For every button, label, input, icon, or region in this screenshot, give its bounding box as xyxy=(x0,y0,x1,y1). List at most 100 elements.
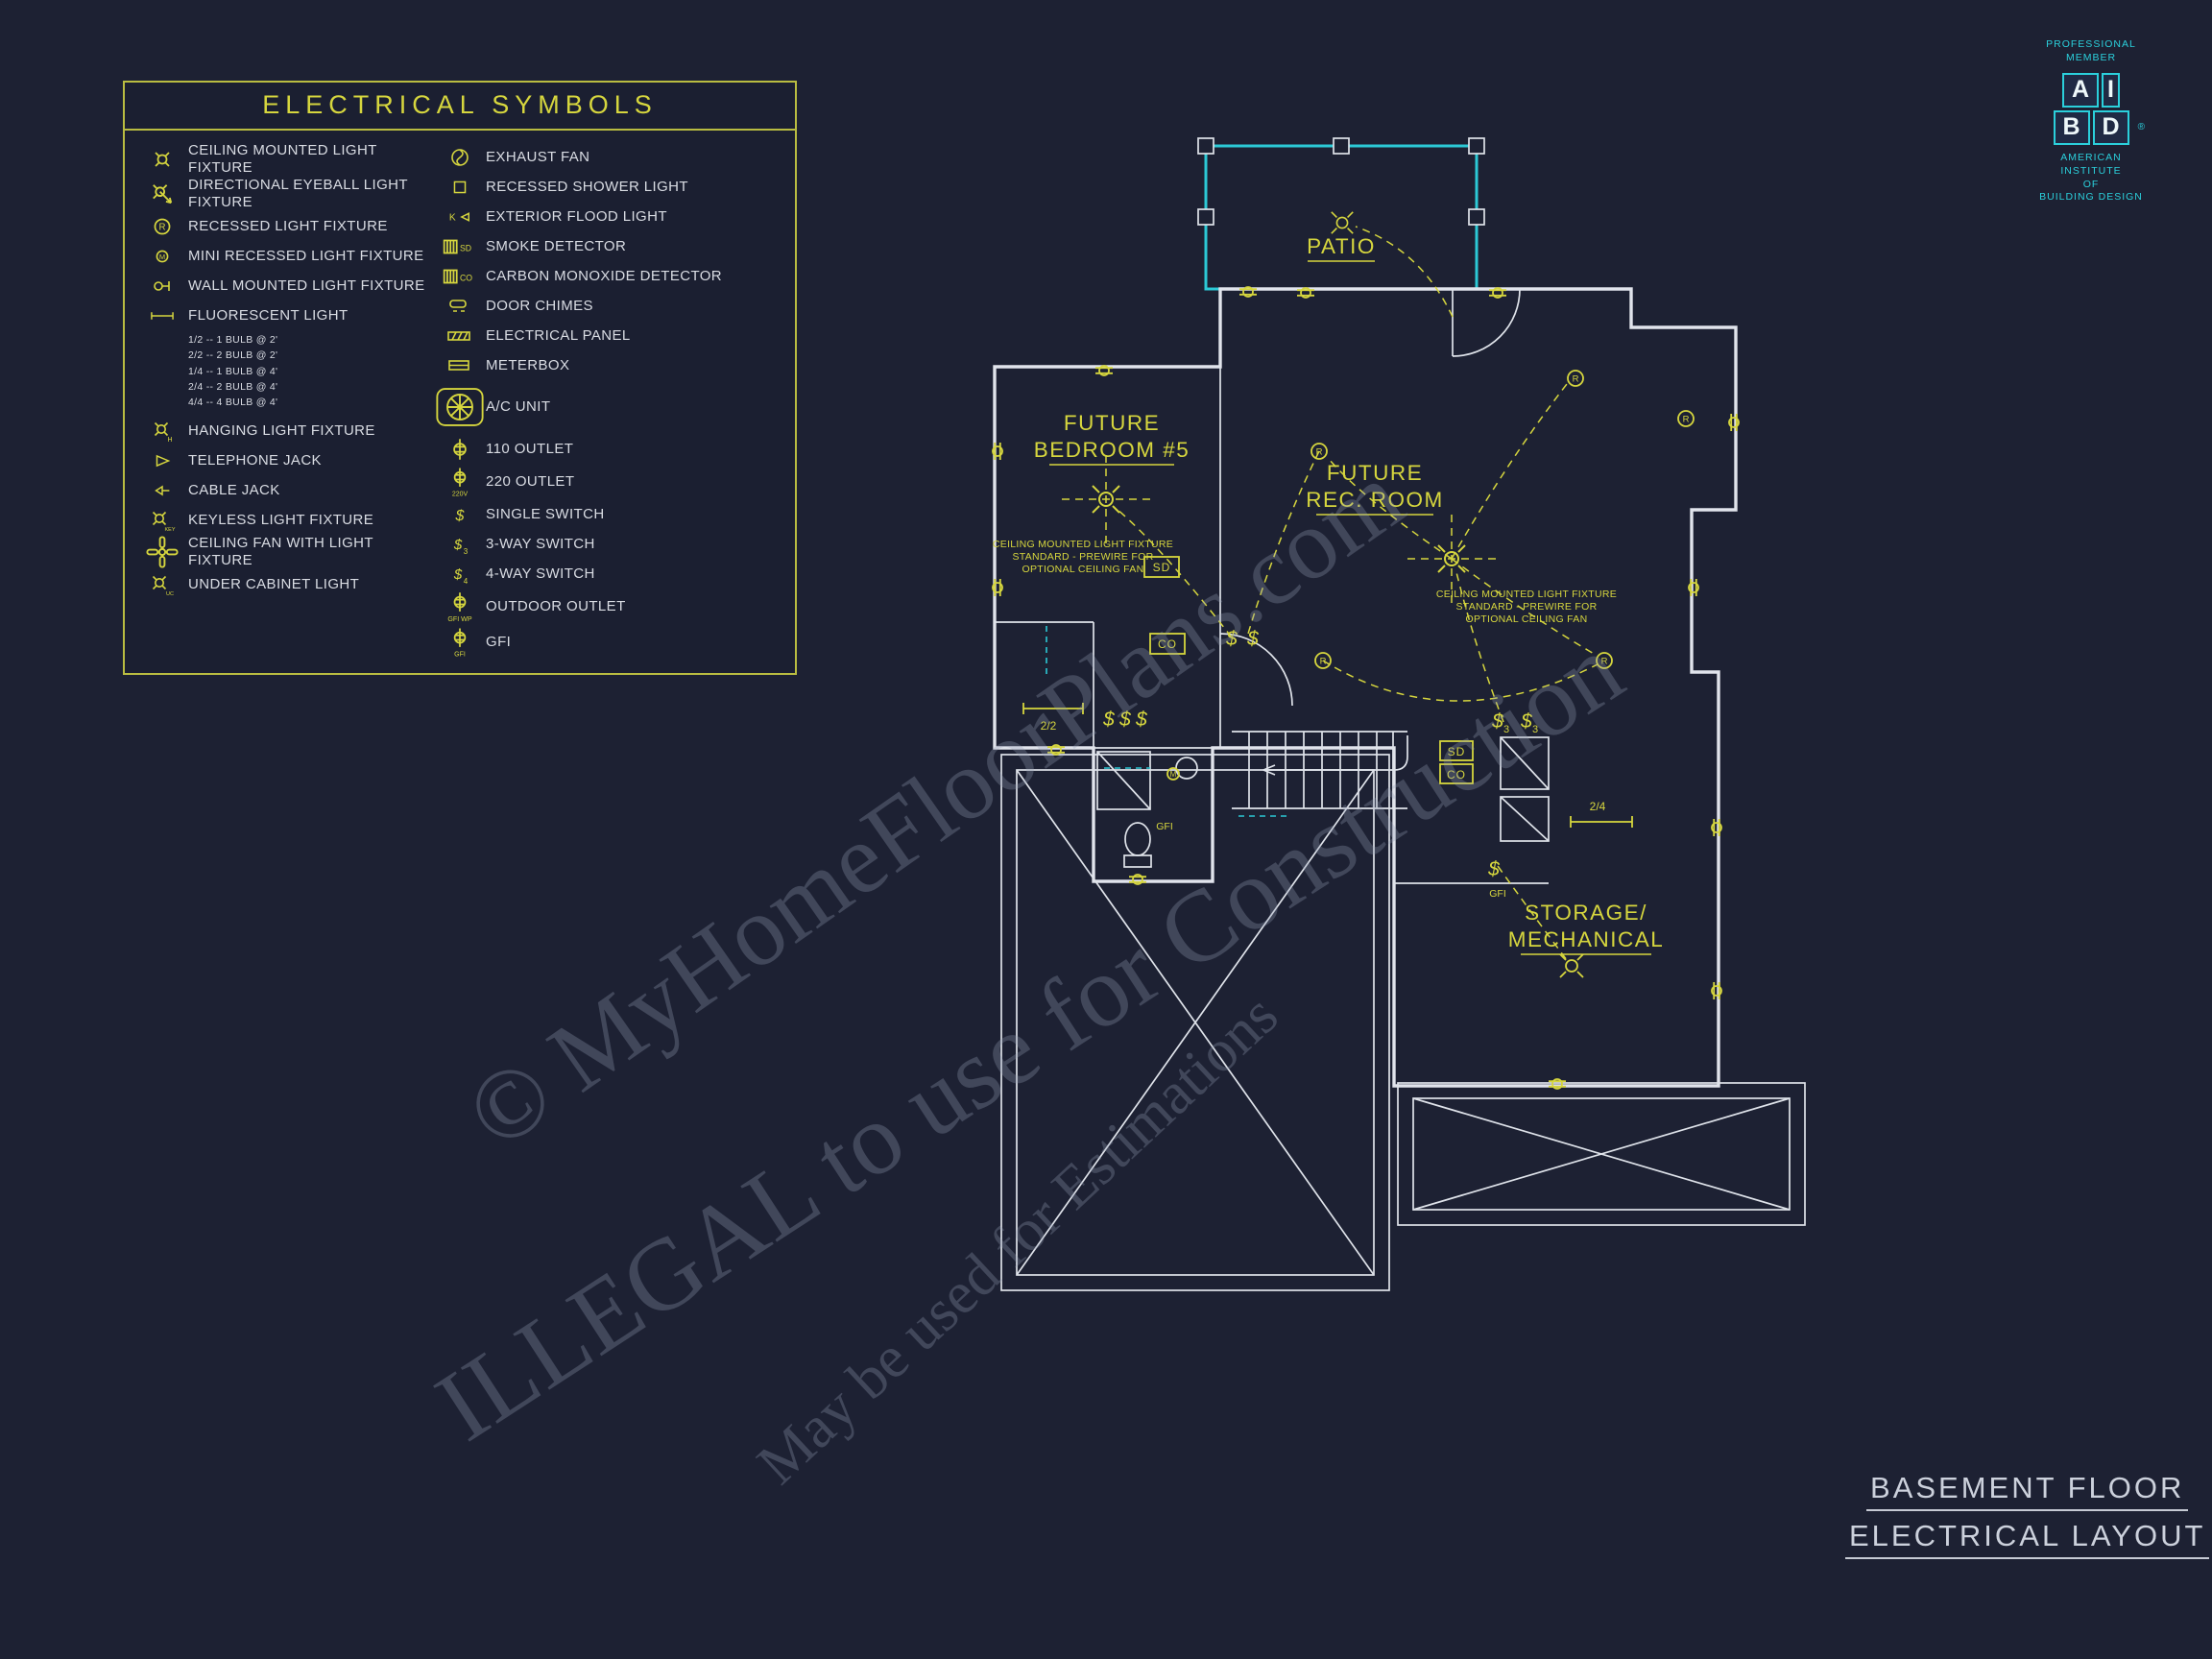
keyless-light-icon: KEY xyxy=(152,511,176,533)
svg-text:R: R xyxy=(1320,657,1327,667)
svg-text:GFI WP: GFI WP xyxy=(447,614,472,622)
mechanical-equipment xyxy=(1500,736,1550,842)
keyless-fixture xyxy=(1559,953,1584,978)
exhaust-fan-icon xyxy=(451,148,469,166)
svg-text:CEILING MOUNTED LIGHT FIXTURE: CEILING MOUNTED LIGHT FIXTURE xyxy=(1436,589,1617,600)
legend-item: RECESSED SHOWER LIGHT xyxy=(434,172,783,202)
legend-item: WALL MOUNTED LIGHT FIXTURE xyxy=(136,271,434,301)
smoke-detector-icon: SD xyxy=(443,239,471,253)
electrical-symbols-legend: ELECTRICAL SYMBOLS CEILING MOUNTED LIGHT… xyxy=(123,81,797,675)
cable-jack-icon xyxy=(155,485,170,496)
wiring-arcs xyxy=(1116,226,1599,961)
svg-text:BEDROOM #5: BEDROOM #5 xyxy=(1034,438,1190,462)
legend-item: $3 3-WAY SWITCH xyxy=(434,529,783,559)
svg-text:CEILING MOUNTED LIGHT FIXTURE: CEILING MOUNTED LIGHT FIXTURE xyxy=(993,539,1173,550)
legend-item: TELEPHONE JACK xyxy=(136,445,434,475)
meterbox-icon xyxy=(448,359,469,371)
svg-text:UC: UC xyxy=(166,591,174,597)
svg-text:2/2: 2/2 xyxy=(1041,719,1057,733)
legend-item: CABLE JACK xyxy=(136,475,434,505)
room-labels: FUTURE BEDROOM #5 FUTURE REC. ROOM STORA… xyxy=(1034,411,1665,955)
gfi-labels: GFI GFI xyxy=(1156,821,1506,900)
ac-unit-icon xyxy=(436,388,484,426)
legend-item: CEILING MOUNTED LIGHT FIXTURE xyxy=(136,142,434,177)
legend-item: $4 4-WAY SWITCH xyxy=(434,559,783,589)
legend-item: ELECTRICAL PANEL xyxy=(434,321,783,350)
logo-letter-i: I xyxy=(2102,72,2120,108)
outdoor-outlet-icon: GFI WP xyxy=(447,591,472,622)
svg-text:MECHANICAL: MECHANICAL xyxy=(1508,927,1665,951)
svg-text:R: R xyxy=(1573,374,1579,385)
svg-text:R: R xyxy=(159,222,166,232)
svg-text:3: 3 xyxy=(464,547,469,556)
legend-item: GFI GFI xyxy=(434,624,783,660)
legend-item: GFI WP OUTDOOR OUTLET xyxy=(434,589,783,624)
exterior-flood-light-icon: K xyxy=(449,211,470,223)
legend-item: SD SMOKE DETECTOR xyxy=(434,231,783,261)
svg-text:STANDARD - PREWIRE FOR: STANDARD - PREWIRE FOR xyxy=(1013,551,1154,563)
sheet-title-line-2: ELECTRICAL LAYOUT xyxy=(1845,1519,2210,1559)
legend-item: CEILING FAN WITH LIGHT FIXTURE xyxy=(136,535,434,569)
four-way-switch-icon: $4 xyxy=(453,566,469,586)
mini-recessed-light-icon: M xyxy=(156,250,169,262)
legend-item: H HANGING LIGHT FIXTURE xyxy=(136,416,434,445)
legend-item: UC UNDER CABINET LIGHT xyxy=(136,569,434,599)
svg-text:OPTIONAL CEILING FAN: OPTIONAL CEILING FAN xyxy=(1466,613,1588,625)
svg-text:GFI: GFI xyxy=(454,651,466,658)
mini-recessed-fixture: M xyxy=(1166,767,1180,781)
svg-text:3: 3 xyxy=(1532,724,1538,735)
single-switch-icon: $ xyxy=(455,508,466,524)
svg-text:220V: 220V xyxy=(452,491,469,497)
membership-label: PROFESSIONAL xyxy=(2046,38,2136,50)
telephone-jack-icon xyxy=(156,454,171,468)
door-chimes-icon xyxy=(449,299,467,312)
legend-item: A/C UNIT xyxy=(434,380,783,434)
legend-item: CO CARBON MONOXIDE DETECTOR xyxy=(434,261,783,291)
legend-item: 220V 220 OUTLET xyxy=(434,464,783,499)
outlets xyxy=(992,286,1740,1090)
directional-eyeball-light-icon xyxy=(153,184,173,204)
svg-text:$: $ xyxy=(1520,710,1532,733)
legend-item: 110 OUTLET xyxy=(434,434,783,464)
svg-text:M: M xyxy=(159,252,165,260)
exterior-walls xyxy=(993,287,1738,1088)
fixture-note-rec: CEILING MOUNTED LIGHT FIXTURE STANDARD -… xyxy=(1436,589,1617,625)
svg-text:R: R xyxy=(1683,415,1690,425)
sheet-title-line-1: BASEMENT FLOOR xyxy=(1866,1471,2189,1511)
legend-item: METERBOX xyxy=(434,350,783,380)
under-cabinet-light-icon: UC xyxy=(152,575,174,597)
aibd-membership-badge: PROFESSIONAL MEMBER A I B D ® AMERICAN I… xyxy=(2033,38,2149,204)
recessed-shower-light-icon xyxy=(453,180,467,193)
legend-item: DIRECTIONAL EYEBALL LIGHT FIXTURE xyxy=(136,177,434,211)
svg-text:SD: SD xyxy=(1448,745,1466,758)
svg-text:4: 4 xyxy=(464,577,469,586)
legend-item: FLUORESCENT LIGHT xyxy=(136,301,434,330)
ceiling-fan-icon xyxy=(146,536,179,568)
storage-label: STORAGE/ xyxy=(1525,901,1647,925)
svg-text:M: M xyxy=(1170,770,1177,779)
logo-letter-a: A xyxy=(2062,72,2099,108)
legend-item: KEY KEYLESS LIGHT FIXTURE xyxy=(136,505,434,535)
fluorescent-light-icon xyxy=(151,311,174,320)
svg-text:CO: CO xyxy=(1447,768,1466,781)
svg-text:SD: SD xyxy=(1153,561,1171,574)
wall-mounted-light-icon xyxy=(154,280,170,291)
legend-item: R RECESSED LIGHT FIXTURE xyxy=(136,211,434,241)
legend-item: $ SINGLE SWITCH xyxy=(434,499,783,529)
legend-item: EXHAUST FAN xyxy=(434,142,783,172)
svg-text:GFI: GFI xyxy=(1489,888,1506,900)
three-way-switch-icon: $3 xyxy=(453,537,469,556)
svg-text:REC. ROOM: REC. ROOM xyxy=(1306,488,1444,512)
svg-text:$: $ xyxy=(1118,709,1131,731)
fluorescent-sublines: 1/2 -- 1 BULB @ 2' 2/2 -- 2 BULB @ 2' 1/… xyxy=(188,334,278,409)
svg-text:$: $ xyxy=(453,566,463,583)
svg-text:OPTIONAL CEILING FAN: OPTIONAL CEILING FAN xyxy=(1022,564,1144,575)
svg-text:2/4: 2/4 xyxy=(1590,800,1606,813)
switches: $ $ $ $ $ $ 3 $ 3 $ xyxy=(1102,628,1538,880)
hanging-light-icon: H xyxy=(154,421,173,444)
svg-text:CO: CO xyxy=(1158,637,1177,651)
registered-mark: ® xyxy=(2137,122,2145,133)
smoke-co-detectors: SD CO SD CO xyxy=(1143,556,1474,784)
title-block: BASEMENT FLOOR ELECTRICAL LAYOUT xyxy=(1845,1471,2210,1567)
